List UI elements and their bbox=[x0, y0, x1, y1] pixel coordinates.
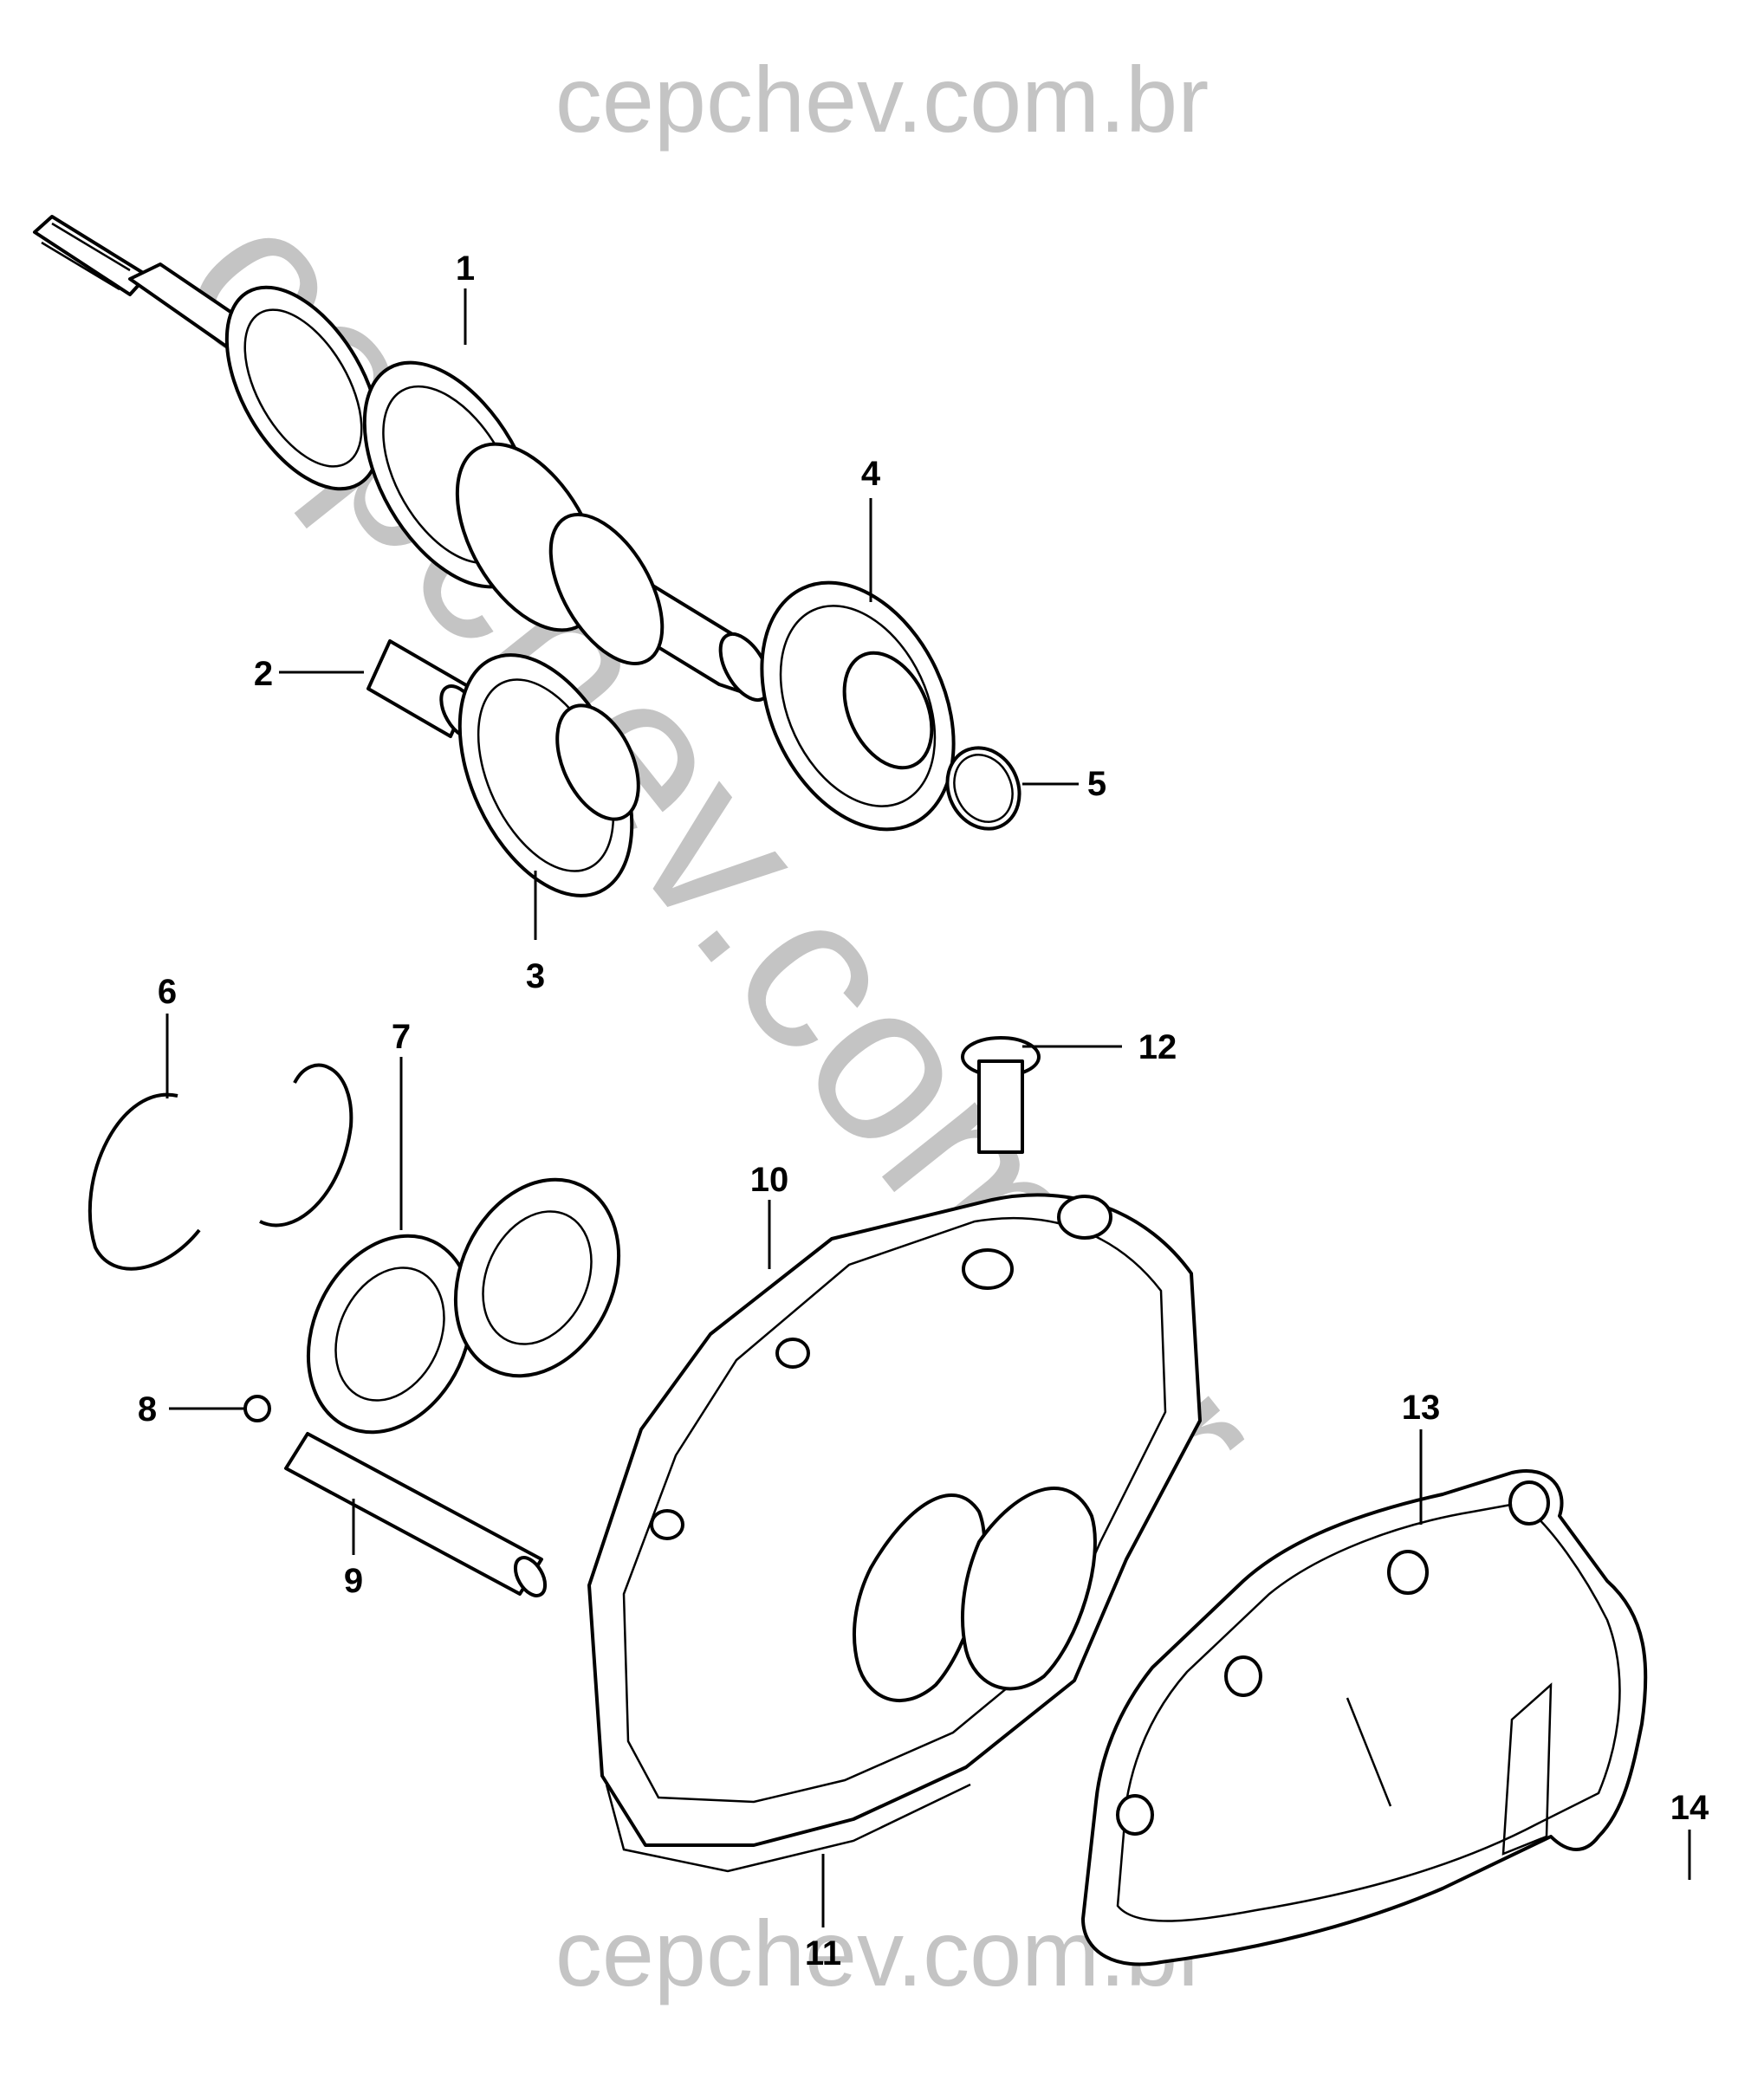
part-1-input-shaft bbox=[33, 215, 772, 702]
callout-2: 2 bbox=[254, 655, 273, 693]
part-8-ball bbox=[243, 1395, 271, 1422]
callout-4: 4 bbox=[861, 455, 881, 493]
part-12-plug bbox=[961, 1036, 1041, 1154]
part-13-cover bbox=[1081, 1469, 1648, 1966]
callout-1: 1 bbox=[456, 249, 475, 288]
callout-9: 9 bbox=[344, 1562, 363, 1600]
part-6-retaining-rings bbox=[88, 1063, 353, 1271]
part-3-gear bbox=[457, 653, 640, 897]
watermark-top: cepchev.com.br bbox=[555, 47, 1209, 152]
part-4-gear bbox=[760, 580, 956, 832]
callout-10: 10 bbox=[750, 1161, 789, 1199]
callout-13: 13 bbox=[1402, 1389, 1441, 1427]
part-9-shaft bbox=[284, 1432, 548, 1597]
callout-6: 6 bbox=[158, 973, 177, 1011]
part-11-gasket bbox=[605, 1783, 971, 1873]
part-5-snap-ring bbox=[945, 746, 1021, 831]
callout-12: 12 bbox=[1138, 1028, 1177, 1066]
callout-11: 11 bbox=[805, 1934, 841, 1973]
leader-lines bbox=[165, 288, 1691, 1927]
part-7-ball-bearings bbox=[306, 1177, 621, 1435]
callout-3: 3 bbox=[526, 957, 545, 995]
callout-5: 5 bbox=[1087, 765, 1106, 803]
callout-8: 8 bbox=[138, 1390, 157, 1428]
callout-14: 14 bbox=[1670, 1789, 1709, 1827]
part-10-housing bbox=[587, 1193, 1202, 1847]
callout-7: 7 bbox=[392, 1018, 411, 1056]
